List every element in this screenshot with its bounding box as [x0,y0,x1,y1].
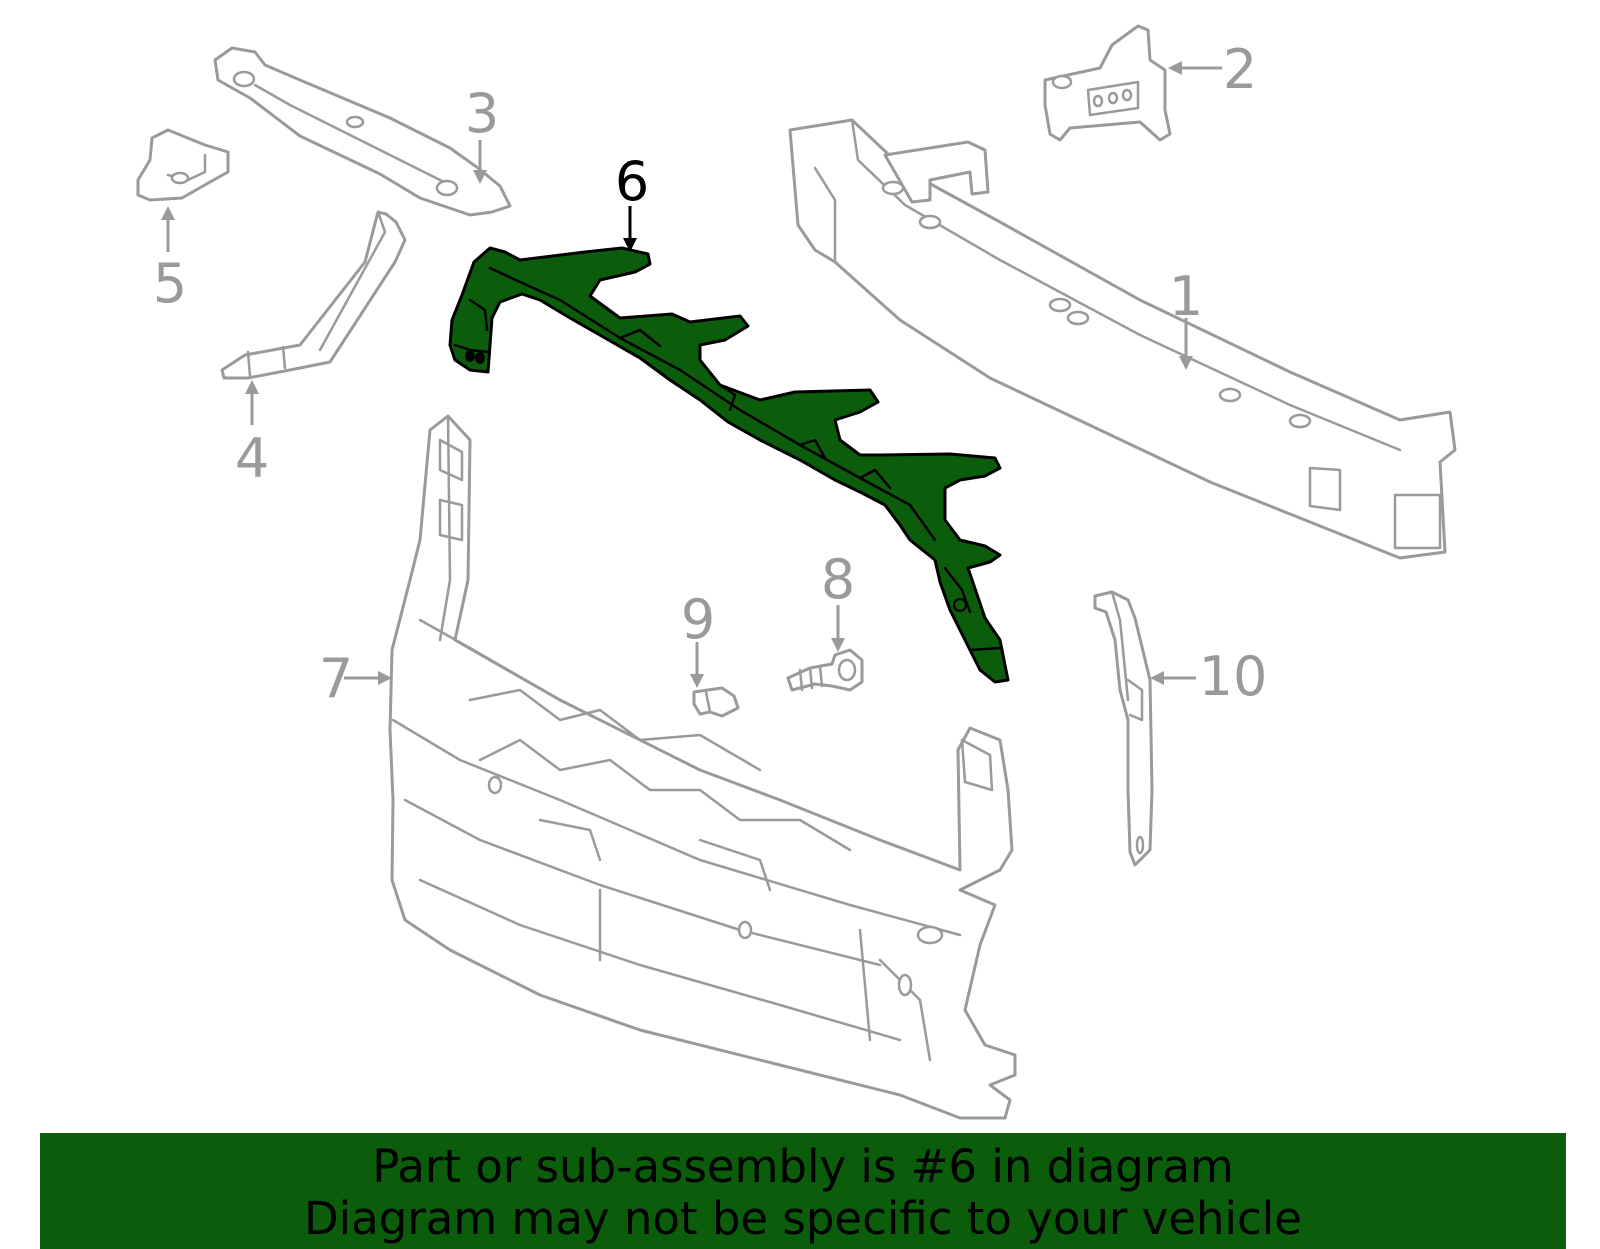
callout-8: 8 [821,548,855,611]
callout-6: 6 [615,150,649,213]
part-5-small-bracket [136,128,230,202]
callout-labels: 1 2 3 4 5 6 7 8 9 10 [153,38,1268,710]
notice-banner: Part or sub-assembly is #6 in diagram Di… [40,1133,1566,1249]
callout-2: 2 [1223,38,1257,101]
part-7-radiator-support [388,414,1017,1120]
part-6-highlighted-support [448,246,1010,684]
banner-line-part: Part or sub-assembly is #6 in diagram [372,1140,1234,1193]
leader-lines [161,61,1222,688]
part-4-side-bracket [220,210,407,380]
callout-10: 10 [1199,645,1268,708]
callout-4: 4 [235,427,269,490]
callout-5: 5 [153,252,187,315]
part-10-side-bracket [1093,590,1154,867]
part-3-upper-support [213,46,512,217]
callout-3: 3 [465,82,499,145]
callout-9: 9 [681,588,715,651]
callout-7: 7 [319,647,353,710]
part-9-clip [692,686,740,718]
part-1-reinforcement-beam [788,118,1457,560]
part-2-bracket [1043,24,1172,142]
banner-line-disclaimer: Diagram may not be specific to your vehi… [304,1192,1302,1245]
callout-1: 1 [1169,265,1203,328]
part-8-bolt [786,648,864,692]
